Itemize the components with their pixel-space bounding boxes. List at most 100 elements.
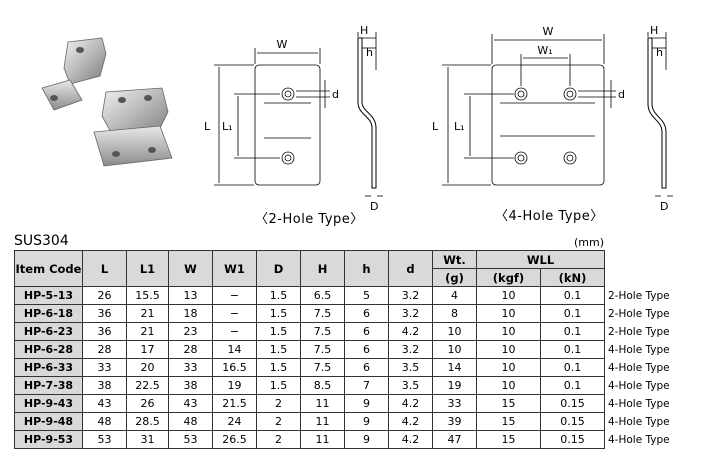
- cell-kgf: 15: [476, 430, 541, 449]
- dim-L-label: L: [432, 120, 439, 133]
- cell-kn: 0.15: [540, 394, 605, 413]
- cell-d: 3.2: [388, 286, 433, 305]
- cell-l1: 21: [126, 322, 169, 341]
- dim-W1-label: W₁: [537, 44, 552, 57]
- cell-l: 36: [82, 322, 127, 341]
- cell-wt: 4: [432, 286, 477, 305]
- cell-w: 53: [168, 430, 213, 449]
- header-W: W: [168, 250, 213, 287]
- cell-w: 28: [168, 340, 213, 359]
- two-hole-drawing: W L L₁ d H h D: [204, 24, 383, 213]
- dim-L1-label: L₁: [222, 120, 233, 133]
- cell-code: HP-9-48: [14, 412, 83, 431]
- cell-l1: 21: [126, 304, 169, 323]
- cell-l: 38: [82, 376, 127, 395]
- dim-L1-label: L₁: [454, 120, 465, 133]
- cell-d: 2: [256, 394, 301, 413]
- cell-type: 2-Hole Type: [608, 307, 670, 320]
- cell-d: 1.5: [256, 304, 301, 323]
- header-L1: L1: [126, 250, 169, 287]
- cell-w1: −: [212, 304, 257, 323]
- dim-H-label: H: [360, 24, 368, 37]
- cell-h: 6: [344, 304, 389, 323]
- cell-kn: 0.1: [540, 286, 605, 305]
- cell-kgf: 10: [476, 322, 541, 341]
- cell-d: 3.5: [388, 358, 433, 377]
- dim-D-label: D: [660, 200, 668, 213]
- cell-w1: −: [212, 286, 257, 305]
- dim-D-label: D: [370, 200, 378, 213]
- cell-kgf: 10: [476, 340, 541, 359]
- cell-l: 43: [82, 394, 127, 413]
- cell-wt: 10: [432, 322, 477, 341]
- cell-code: HP-6-18: [14, 304, 83, 323]
- cell-w: 18: [168, 304, 213, 323]
- cell-type: 4-Hole Type: [608, 397, 670, 410]
- cell-kgf: 15: [476, 412, 541, 431]
- cell-h: 11: [300, 394, 345, 413]
- cell-l: 26: [82, 286, 127, 305]
- cell-d: 4.2: [388, 394, 433, 413]
- cell-l1: 20: [126, 358, 169, 377]
- cell-h: 6: [344, 340, 389, 359]
- unit-label: (mm): [574, 236, 605, 249]
- header-wt: Wt.: [432, 250, 477, 269]
- cell-h: 7.5: [300, 340, 345, 359]
- cell-l1: 28.5: [126, 412, 169, 431]
- product-photo: [41, 37, 173, 167]
- cell-code: HP-9-43: [14, 394, 83, 413]
- cell-d: 1.5: [256, 322, 301, 341]
- four-hole-caption: 〈4-Hole Type〉: [495, 209, 604, 224]
- cell-w: 48: [168, 412, 213, 431]
- dim-H-label: H: [650, 24, 658, 37]
- cell-h: 9: [344, 412, 389, 431]
- material-label: SUS304: [14, 233, 69, 249]
- cell-h: 8.5: [300, 376, 345, 395]
- cell-d: 3.5: [388, 376, 433, 395]
- header-D: D: [256, 250, 301, 287]
- cell-kgf: 10: [476, 358, 541, 377]
- dim-W-label: W: [543, 25, 554, 38]
- cell-wt: 14: [432, 358, 477, 377]
- cell-w: 13: [168, 286, 213, 305]
- cell-code: HP-6-33: [14, 358, 83, 377]
- cell-w1: 16.5: [212, 358, 257, 377]
- cell-h: 7.5: [300, 322, 345, 341]
- cell-wt: 19: [432, 376, 477, 395]
- cell-wt: 8: [432, 304, 477, 323]
- cell-w: 23: [168, 322, 213, 341]
- cell-h: 7: [344, 376, 389, 395]
- cell-code: HP-7-38: [14, 376, 83, 395]
- two-hole-caption: 〈2-Hole Type〉: [255, 212, 364, 227]
- cell-h: 6.5: [300, 286, 345, 305]
- cell-l: 28: [82, 340, 127, 359]
- cell-kgf: 10: [476, 286, 541, 305]
- cell-code: HP-6-23: [14, 322, 83, 341]
- dim-h-label: h: [656, 46, 663, 59]
- cell-type: 2-Hole Type: [608, 289, 670, 302]
- cell-d: 4.2: [388, 430, 433, 449]
- dim-L-label: L: [204, 120, 211, 133]
- cell-l: 33: [82, 358, 127, 377]
- cell-wt: 47: [432, 430, 477, 449]
- cell-kn: 0.1: [540, 358, 605, 377]
- header-item-code: Item Code: [14, 250, 83, 287]
- cell-type: 4-Hole Type: [608, 415, 670, 428]
- cell-l: 53: [82, 430, 127, 449]
- cell-h: 9: [344, 430, 389, 449]
- header-kn: (kN): [540, 268, 605, 287]
- cell-w: 38: [168, 376, 213, 395]
- dim-W-label: W: [277, 38, 288, 51]
- dim-h-label: h: [366, 46, 373, 59]
- cell-l: 48: [82, 412, 127, 431]
- cell-code: HP-5-13: [14, 286, 83, 305]
- cell-d: 4.2: [388, 412, 433, 431]
- header-wll: WLL: [476, 250, 605, 269]
- cell-kn: 0.1: [540, 340, 605, 359]
- cell-w1: 19: [212, 376, 257, 395]
